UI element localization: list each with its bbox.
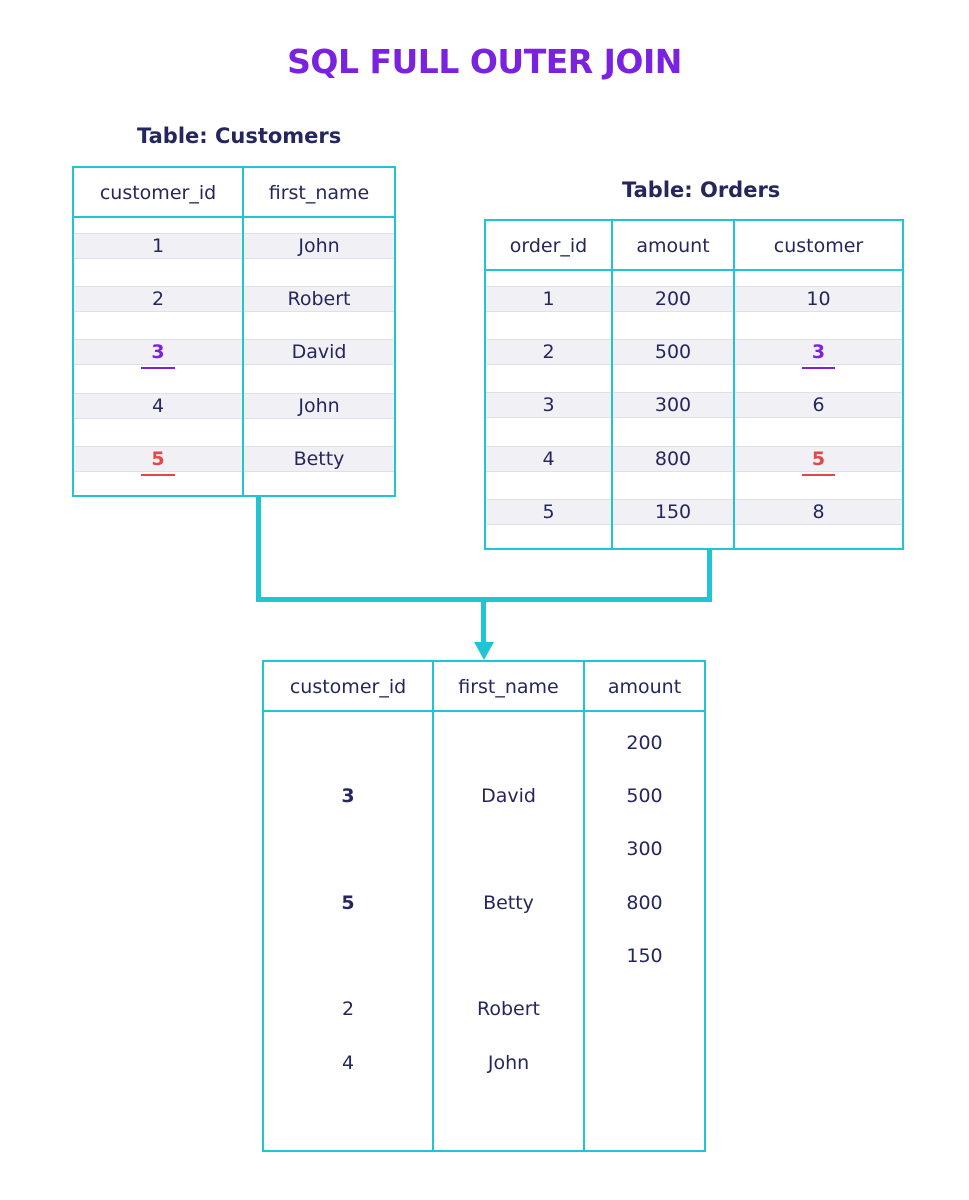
row-band <box>486 339 902 365</box>
table-cell: Robert <box>287 288 351 310</box>
column-divider <box>432 662 434 1150</box>
table-cell: Betty <box>293 448 345 470</box>
orders-table-label: Table: Orders <box>622 178 781 202</box>
orders-table: order_id amount customer 1 200 10 2 500 … <box>484 219 904 550</box>
table-cell: John <box>298 395 340 417</box>
table-cell: John <box>487 1052 530 1074</box>
row-band <box>486 446 902 472</box>
column-divider <box>583 662 585 1150</box>
table-cell: 3 <box>74 339 242 369</box>
row-band <box>486 392 902 418</box>
header-amount: amount <box>607 676 682 698</box>
row-band <box>486 286 902 312</box>
table-cell: 5 <box>735 446 902 476</box>
row-band <box>74 446 394 472</box>
table-cell: 5 <box>542 501 555 523</box>
connector-line <box>481 597 486 643</box>
row-band <box>74 339 394 365</box>
table-cell: 500 <box>654 341 692 363</box>
table-header <box>486 221 902 271</box>
row-band <box>74 233 394 259</box>
header-first-name: first_name <box>458 676 559 698</box>
table-cell: David <box>291 341 347 363</box>
table-cell: 3 <box>735 339 902 369</box>
arrow-down-icon <box>474 642 494 660</box>
table-cell: 5 <box>341 892 355 914</box>
table-cell: 150 <box>654 501 692 523</box>
table-header <box>74 168 394 218</box>
table-cell: 4 <box>341 1052 355 1074</box>
table-header <box>264 662 704 712</box>
column-divider <box>611 221 613 548</box>
table-cell: 1 <box>151 235 165 257</box>
table-cell: 3 <box>341 785 355 807</box>
matched-id-marker: 5 <box>141 448 176 476</box>
table-cell: 500 <box>626 785 663 807</box>
customers-table: customer_id first_name 1 John 2 Robert 3… <box>72 166 396 497</box>
table-cell: 1 <box>542 288 555 310</box>
row-band <box>486 499 902 525</box>
header-customer-id: customer_id <box>99 182 217 204</box>
table-cell: 3 <box>542 394 555 416</box>
table-cell: 300 <box>654 394 692 416</box>
table-cell: 4 <box>542 448 555 470</box>
table-cell: David <box>481 785 536 807</box>
table-cell: 5 <box>74 446 242 476</box>
matched-id-marker: 3 <box>801 341 836 369</box>
matched-id-marker: 3 <box>141 341 176 369</box>
table-cell: 200 <box>654 288 692 310</box>
table-cell: 150 <box>626 945 663 967</box>
table-cell: Betty <box>483 892 534 914</box>
table-cell: 10 <box>806 288 831 310</box>
column-divider <box>242 168 244 495</box>
table-cell: 4 <box>151 395 165 417</box>
result-table: customer_id first_name amount 200 3 Davi… <box>262 660 706 1152</box>
header-customer-id: customer_id <box>289 676 407 698</box>
table-cell: 800 <box>626 892 663 914</box>
column-divider <box>733 221 735 548</box>
header-order-id: order_id <box>509 235 588 257</box>
table-cell: 6 <box>812 394 825 416</box>
customers-table-label: Table: Customers <box>137 124 342 148</box>
table-cell: John <box>298 235 340 257</box>
connector-line <box>256 497 261 601</box>
header-customer: customer <box>773 235 864 257</box>
matched-id-marker: 5 <box>801 448 836 476</box>
table-cell: 2 <box>341 998 355 1020</box>
connector-line <box>707 550 712 601</box>
table-cell: 300 <box>626 838 663 860</box>
header-first-name: first_name <box>268 182 370 204</box>
table-cell: Robert <box>477 998 540 1020</box>
table-cell: 8 <box>812 501 825 523</box>
header-amount: amount <box>636 235 710 257</box>
table-cell: 800 <box>654 448 692 470</box>
row-band <box>74 393 394 419</box>
table-cell: 200 <box>626 732 663 754</box>
table-cell: 2 <box>151 288 165 310</box>
row-band <box>74 286 394 312</box>
diagram-title: SQL FULL OUTER JOIN <box>287 42 682 81</box>
table-cell: 2 <box>542 341 555 363</box>
